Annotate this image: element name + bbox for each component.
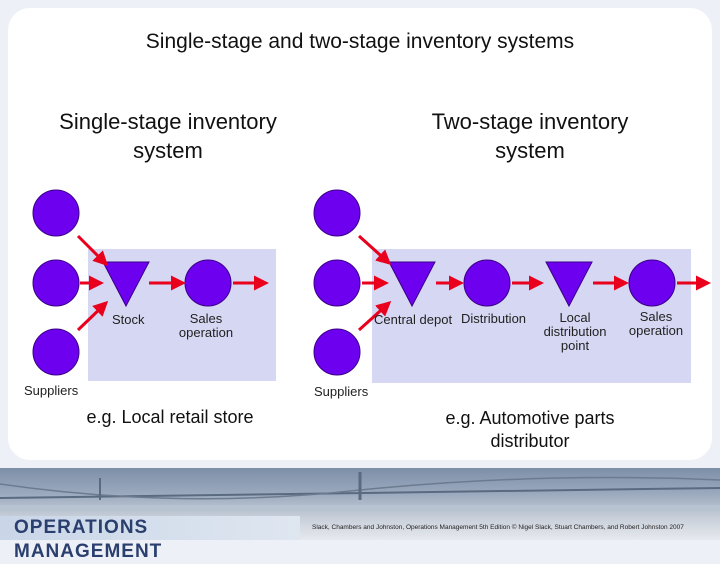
arrow-single-supplier3-stock [76,300,109,332]
arrow-two-supplier3-depot [357,300,392,332]
two-sales-node [628,259,676,307]
central-depot-label: Central depot [374,312,453,327]
local-distribution-label: Local distribution point [543,310,607,353]
two-suppliers-label: Suppliers [314,384,369,399]
local-distribution-triangle [545,261,593,308]
slide-card [8,8,712,460]
single-sales-node [184,259,232,307]
central-depot-triangle [388,261,436,308]
arrow-single-supplier1-stock [76,234,109,267]
distribution-label: Distribution [461,311,527,326]
stock-label: Stock [112,312,145,327]
single-stage-heading: Single-stage inventory system [59,109,277,163]
two-supplier-node-1 [313,189,361,237]
single-suppliers-label: Suppliers [24,383,79,398]
bridge-photo-graphic [0,472,720,511]
single-supplier-node-2 [32,259,80,307]
single-sales-label: Sales operation [178,311,234,340]
single-supplier-node-1 [32,189,80,237]
footer-credit: Slack, Chambers and Johnston, Operations… [312,524,684,531]
arrow-two-supplier1-depot [357,234,392,266]
inventory-diagram [32,189,711,376]
operations-management-logo: OPERATIONS MANAGEMENT [0,516,300,562]
two-supplier-node-2 [313,259,361,307]
two-stage-heading: Two-stage inventory system [431,109,629,163]
page-title: Single-stage and two-stage inventory sys… [145,30,575,53]
single-stock-triangle [102,261,150,308]
single-example: e.g. Local retail store [86,407,254,427]
single-supplier-node-3 [32,328,80,376]
distribution-node [463,259,511,307]
two-supplier-node-3 [313,328,361,376]
two-sales-label: Sales operation [628,309,684,338]
two-example: e.g. Automotive parts distributor [445,408,615,451]
